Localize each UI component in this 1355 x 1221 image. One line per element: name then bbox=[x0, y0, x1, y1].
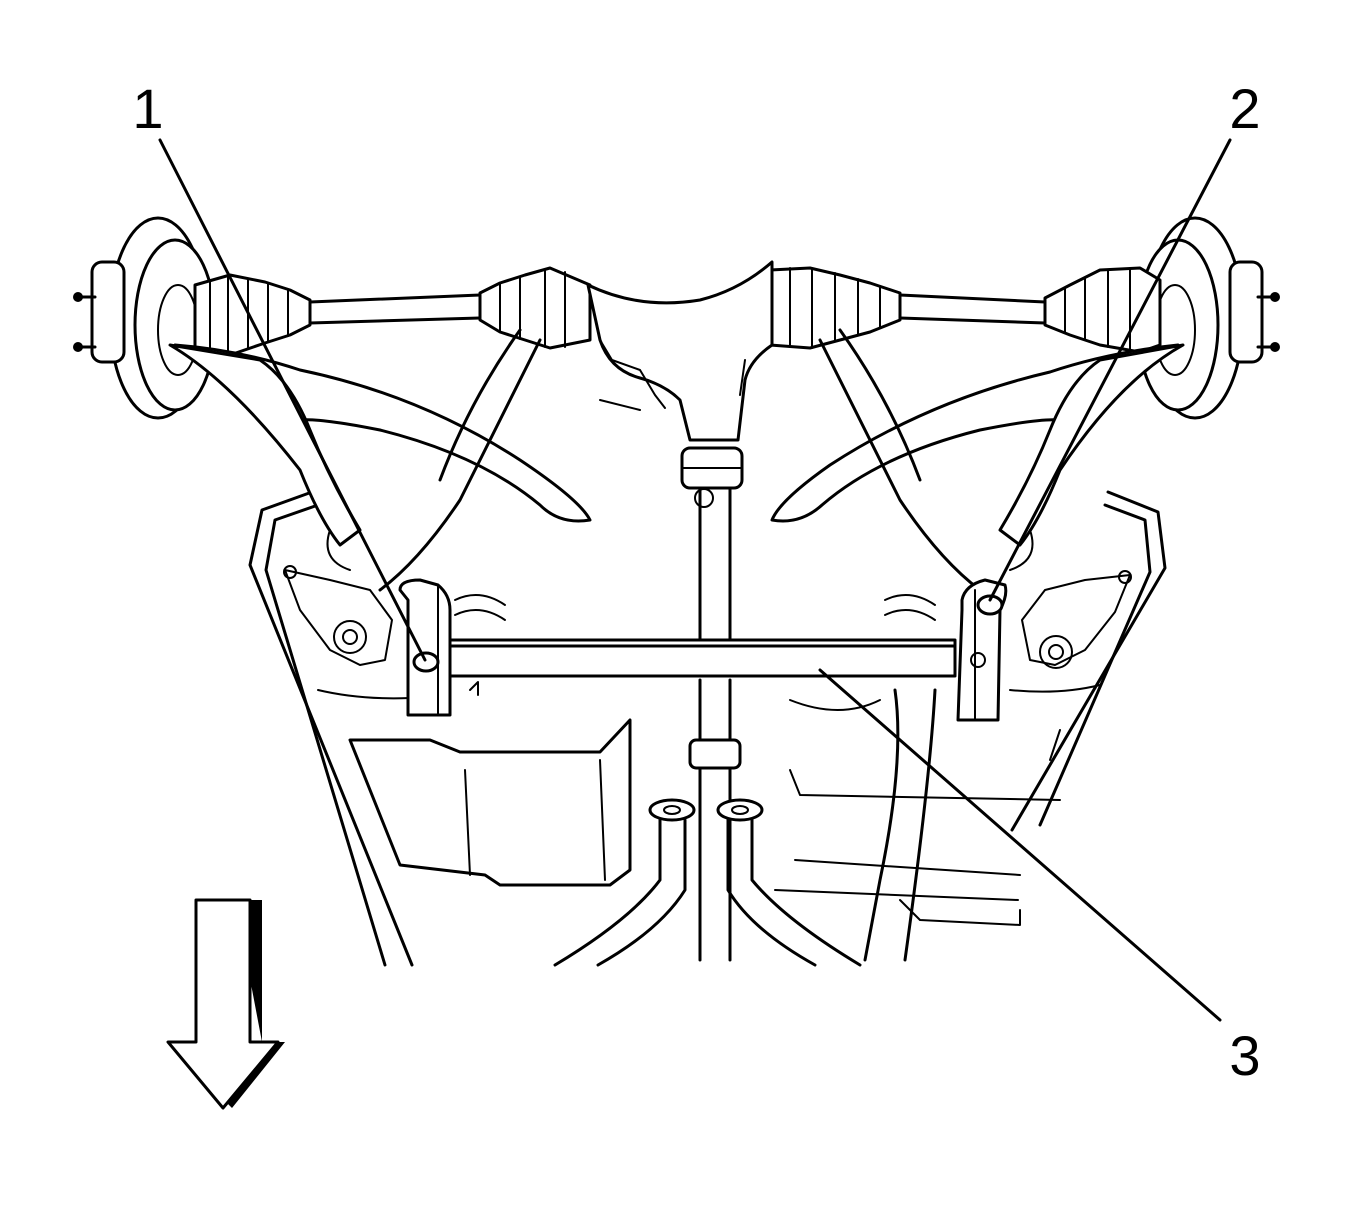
leader-line-2 bbox=[988, 138, 1232, 602]
leader-line-3 bbox=[818, 668, 1222, 1022]
right-tool-bracket bbox=[956, 578, 1008, 722]
right-floor-details bbox=[774, 688, 1061, 962]
left-tool-bracket bbox=[398, 578, 479, 717]
right-control-arm bbox=[770, 328, 1185, 592]
right-drive-shaft bbox=[768, 266, 1162, 354]
arrow-down-icon bbox=[166, 898, 285, 1110]
left-drive-shaft bbox=[193, 266, 592, 357]
leader-lines bbox=[158, 138, 1232, 1022]
left-floor-bracket bbox=[283, 565, 506, 666]
crossbar-tool bbox=[443, 638, 957, 678]
floor-pan bbox=[248, 490, 1167, 967]
exhaust-pipes bbox=[553, 798, 862, 967]
right-floor-bracket bbox=[884, 570, 1132, 669]
leader-line-1 bbox=[158, 138, 427, 662]
callout-2: 2 bbox=[1229, 77, 1260, 140]
callout-label-3: 3 bbox=[1229, 1024, 1260, 1087]
callout-label-1: 1 bbox=[132, 77, 163, 140]
left-control-arm bbox=[168, 328, 592, 592]
differential-housing bbox=[586, 260, 774, 442]
callout-3: 3 bbox=[1229, 1024, 1260, 1087]
propeller-shaft bbox=[680, 446, 744, 962]
fuel-tank bbox=[348, 718, 632, 887]
callout-1: 1 bbox=[132, 77, 163, 140]
callout-label-2: 2 bbox=[1229, 77, 1260, 140]
